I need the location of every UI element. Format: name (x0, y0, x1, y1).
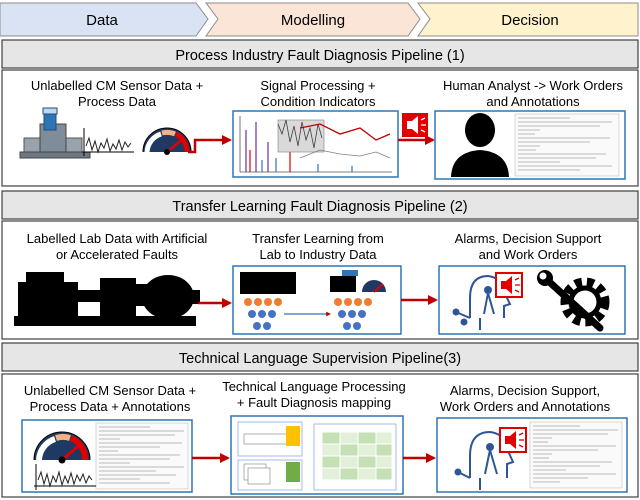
wrench-gear-icon (537, 270, 610, 332)
pipeline-1: Process Industry Fault Diagnosis Pipelin… (1, 39, 639, 187)
lab-machine-silhouette (14, 272, 200, 326)
stage-data-label: Data (86, 12, 118, 29)
speaker-alarm-icon (402, 113, 428, 137)
pipeline-3-title: Technical Language Supervision Pipeline(… (179, 351, 461, 367)
pipeline-1-decision-caption-line1: Human Analyst -> Work Orders (443, 78, 624, 93)
stage-modelling-label: Modelling (281, 12, 345, 29)
document-icon (514, 113, 620, 177)
speaker-alarm-icon-2 (495, 272, 523, 298)
pipeline-1-model-caption-line1: Signal Processing + (260, 78, 375, 93)
pipeline-1-title-bar (1, 39, 639, 69)
pipeline-3-model-caption-line1: Technical Language Processing (222, 379, 406, 394)
pipeline-2-data-caption-line2: or Accelerated Faults (56, 247, 179, 262)
pipeline-2: Transfer Learning Fault Diagnosis Pipeli… (1, 190, 639, 340)
network-diagram (240, 270, 386, 330)
stage-decision-chevron (417, 2, 639, 37)
language-model-diagram (237, 421, 397, 491)
pipeline-2-title-bar (1, 190, 639, 220)
person-icon (451, 113, 509, 177)
gauge-icon (142, 127, 192, 155)
vibration-signal-plot-2 (34, 464, 96, 490)
pipeline-2-model-caption-line1: Transfer Learning from (252, 231, 384, 246)
pipeline-3-data-caption-line2: Process Data + Annotations (30, 399, 191, 414)
pipeline-3-title-bar (1, 342, 639, 372)
pipeline-3-model-caption-line2: + Fault Diagnosis mapping (237, 395, 391, 410)
pipeline-3-data-caption-line1: Unlabelled CM Sensor Data + (24, 383, 196, 398)
stage-decision-label: Decision (501, 12, 559, 29)
gauge-icon-2 (33, 431, 91, 464)
spectrum-plot (239, 116, 392, 173)
speaker-alarm-icon-3 (499, 427, 527, 453)
pipeline-2-model-caption-line2: Lab to Industry Data (259, 247, 377, 262)
pipeline-3-decision-caption-line1: Alarms, Decision Support, (450, 383, 600, 398)
document-icon-3 (529, 421, 623, 489)
pipeline-2-title: Transfer Learning Fault Diagnosis Pipeli… (172, 199, 467, 215)
pipeline-2-data-caption-line1: Labelled Lab Data with Artificial (27, 231, 208, 246)
pipeline-1-decision-caption-line2: and Annotations (486, 94, 580, 109)
document-icon-2 (95, 422, 189, 490)
pipeline-3-decision-caption-line2: Work Orders and Annotations (440, 399, 611, 414)
stage-data-chevron (0, 2, 209, 37)
machine-image (19, 107, 91, 159)
pipeline-1-data-caption-line1: Unlabelled CM Sensor Data + (31, 78, 203, 93)
pipeline-1-title: Process Industry Fault Diagnosis Pipelin… (175, 48, 464, 64)
pipeline-1-arrow-data-to-model (188, 135, 232, 154)
pipeline-1-data-caption-line2: Process Data (78, 94, 157, 109)
stage-modelling-chevron (205, 2, 421, 37)
pipeline-2-decision-caption-line2: and Work Orders (479, 247, 578, 262)
vibration-signal-plot (82, 128, 134, 156)
stage-header: Data Modelling Decision (0, 2, 639, 37)
pipeline-2-decision-caption-line1: Alarms, Decision Support (455, 231, 602, 246)
pipeline-1-model-caption-line2: Condition Indicators (261, 94, 376, 109)
pipeline-3: Technical Language Supervision Pipeline(… (1, 342, 639, 498)
